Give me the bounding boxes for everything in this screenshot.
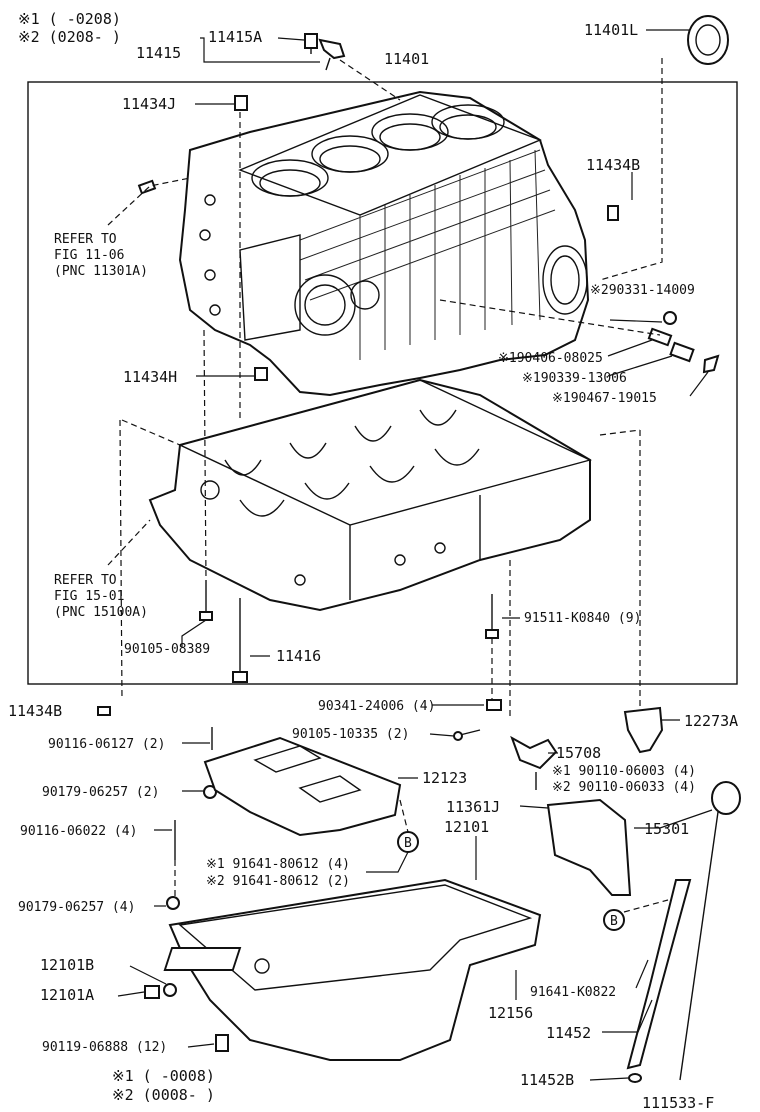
bracket-15708 — [510, 735, 558, 770]
label-12156: 12156 — [488, 1004, 533, 1022]
label-190339: ※190339-13006 — [522, 371, 627, 386]
label-190467: ※190467-19015 — [552, 391, 657, 406]
label-90119: 90119-06888 (12) — [42, 1040, 167, 1055]
label-11416: 11416 — [276, 647, 321, 665]
label-12101b: 12101B — [40, 956, 94, 974]
nozzle-190406 — [647, 327, 673, 347]
pin-11434b-upper — [607, 205, 619, 221]
cover-11361j — [546, 798, 632, 896]
label-12101a: 12101A — [40, 986, 94, 1004]
note-top-2: ※2 (0208- ) — [18, 28, 121, 46]
ref2-line1: REFER TO — [54, 573, 117, 588]
pin-11434b-lower — [97, 706, 111, 716]
label-90116-06127: 90116-06127 (2) — [48, 737, 165, 752]
ref-circle-b-2 — [603, 909, 625, 931]
label-11434h: 11434H — [123, 368, 177, 386]
dowel-pin-11434j — [234, 95, 248, 111]
oil-pan-12101 — [168, 878, 542, 1061]
label-90110-2: ※2 90110-06033 (4) — [552, 780, 696, 795]
guide-11452 — [626, 879, 692, 1070]
strainer-12156 — [163, 947, 242, 971]
label-11361j: 11361J — [446, 798, 500, 816]
oring-11452b — [628, 1073, 642, 1083]
label-90179-upper: 90179-06257 (2) — [42, 785, 159, 800]
gasket-12101b — [163, 983, 177, 997]
oil-seal-11401l — [687, 15, 729, 65]
figure-id: 111533-F — [642, 1094, 714, 1112]
sleeve-190339 — [669, 341, 695, 363]
hose-11415 — [318, 38, 346, 71]
label-11401: 11401 — [384, 50, 429, 68]
clip-190467 — [702, 354, 720, 374]
label-90341: 90341-24006 (4) — [318, 699, 435, 714]
ref1-line3: (PNC 11301A) — [54, 264, 148, 279]
label-91641-1: ※1 91641-80612 (4) — [206, 857, 350, 872]
gasket-12273a — [623, 706, 664, 754]
labels: ※1 ( -0208) ※2 (0208- ) 11415A 11415 114… — [8, 10, 738, 1112]
label-91641-2: ※2 91641-80612 (2) — [206, 874, 350, 889]
baffle-plate-12123 — [203, 736, 402, 837]
ref1-line1: REFER TO — [54, 232, 117, 247]
label-11401l: 11401L — [584, 21, 638, 39]
cylinder-block — [178, 90, 590, 397]
label-290331: ※290331-14009 — [590, 283, 695, 298]
dipstick-15301 — [679, 781, 741, 1081]
label-15301: 15301 — [644, 820, 689, 838]
lower-crankcase — [148, 378, 593, 612]
assembly-frame — [27, 81, 738, 685]
label-12123: 12123 — [422, 769, 467, 787]
label-11415: 11415 — [136, 44, 181, 62]
plug-12101a — [144, 985, 160, 999]
ref2-line3: (PNC 15100A) — [54, 605, 148, 620]
leader-lines — [117, 29, 713, 1081]
label-90105-10335: 90105-10335 (2) — [292, 727, 409, 742]
label-11434j: 11434J — [122, 95, 176, 113]
bolt-11416 — [232, 598, 248, 683]
alignment-lines — [107, 58, 669, 913]
label-12101: 12101 — [444, 818, 489, 836]
label-190406: ※190406-08025 — [498, 351, 603, 366]
label-12273a: 12273A — [684, 712, 738, 730]
text-b-circle-1: B — [404, 836, 412, 851]
pin-11434h — [254, 367, 268, 381]
pin-left-upper — [137, 179, 157, 195]
nut-90179-upper — [203, 785, 217, 799]
label-11415a: 11415A — [208, 28, 262, 46]
nut-290331 — [663, 311, 677, 325]
ref2-line2: FIG 15-01 — [54, 589, 124, 604]
bolt-90105-10335 — [453, 729, 481, 741]
note-bottom-2: ※2 (0008- ) — [112, 1086, 215, 1104]
label-11434b-upper: 11434B — [586, 156, 640, 174]
label-11434b-lower: 11434B — [8, 702, 62, 720]
label-91641-k0822: 91641-K0822 — [530, 985, 616, 1000]
label-90110-1: ※1 90110-06003 (4) — [552, 764, 696, 779]
union-bolt-11415a — [304, 33, 318, 54]
note-top-1: ※1 ( -0208) — [18, 10, 121, 28]
label-91511: 91511-K0840 (9) — [524, 611, 641, 626]
label-90105-08389: 90105-08389 — [124, 642, 210, 657]
bolt-90105-08389 — [199, 580, 213, 621]
label-15708: 15708 — [556, 744, 601, 762]
washer-90341 — [486, 699, 502, 711]
ref1-line2: FIG 11-06 — [54, 248, 124, 263]
text-b-circle-2: B — [610, 914, 618, 929]
bolt-90119 — [215, 1034, 229, 1052]
label-90116-06022: 90116-06022 (4) — [20, 824, 137, 839]
bolt-91511 — [485, 594, 499, 639]
label-90179-lower: 90179-06257 (4) — [18, 900, 135, 915]
note-bottom-1: ※1 ( -0008) — [112, 1067, 215, 1085]
label-11452: 11452 — [546, 1024, 591, 1042]
nut-90179-lower — [166, 896, 180, 910]
label-11452b: 11452B — [520, 1071, 574, 1089]
